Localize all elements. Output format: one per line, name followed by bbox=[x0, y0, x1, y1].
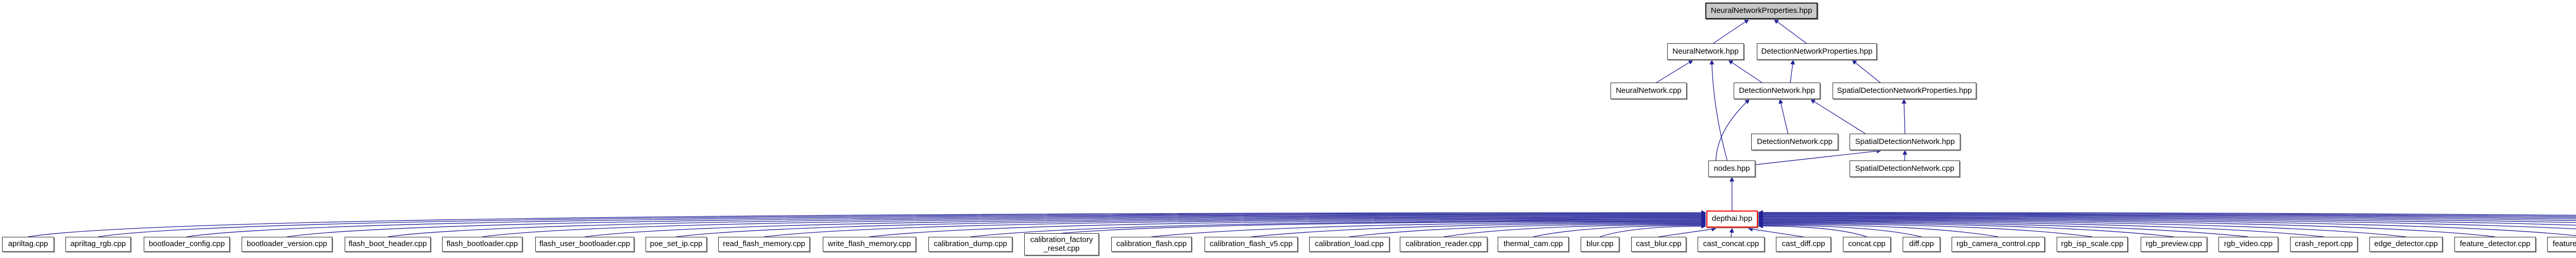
edge-poe-set-ip-cpp-to-depthai-hpp bbox=[676, 216, 1706, 237]
edge-device-logging-cpp-to-depthai-hpp bbox=[1758, 215, 2576, 226]
edge-cast-concat-cpp-to-depthai-hpp bbox=[1729, 228, 1734, 237]
edge-depth-align-cpp-to-depthai-hpp bbox=[1758, 212, 2576, 218]
graph-node-calibration-flash-cpp[interactable]: calibration_flash.cpp bbox=[1111, 237, 1192, 252]
graph-node-flash-bootloader-cpp[interactable]: flash_bootloader.cpp bbox=[442, 237, 522, 252]
edge-DetectionNetworkProperties-hpp-to-NeuralNetworkProperties-hpp bbox=[1773, 19, 1807, 44]
edge-DetectionNetwork-hpp-to-DetectionNetworkProperties-hpp bbox=[1790, 59, 1795, 83]
graph-node-neuralnetwork-cpp[interactable]: NeuralNetwork.cpp bbox=[1611, 83, 1687, 99]
edge-feature-tracker-cpp-to-depthai-hpp bbox=[1758, 216, 2576, 236]
graph-node-spatialdetectionnetwork-cpp[interactable]: SpatialDetectionNetwork.cpp bbox=[1850, 160, 1960, 177]
graph-node-calibration-factory-reset-cpp[interactable]: calibration_factory _reset.cpp bbox=[1024, 233, 1099, 255]
edge-cast-diff-cpp-to-depthai-hpp bbox=[1748, 227, 1804, 237]
graph-node-read-flash-memory-cpp[interactable]: read_flash_memory.cpp bbox=[718, 237, 810, 252]
edge-queue-add-callback-cpp-to-depthai-hpp bbox=[1758, 212, 2576, 219]
graph-node-feature-detector-cpp[interactable]: feature_detector.cpp bbox=[2454, 237, 2536, 252]
graph-node-detectionnetwork-hpp[interactable]: DetectionNetwork.hpp bbox=[1734, 83, 1820, 99]
graph-node-detectionnetwork-cpp[interactable]: DetectionNetwork.cpp bbox=[1751, 134, 1838, 150]
edge-SpatialDetectionNetworkProperties-hpp-to-DetectionNetworkProperties-hpp bbox=[1852, 60, 1880, 83]
edge-diff-cpp-to-depthai-hpp bbox=[1758, 222, 1922, 237]
graph-node-concat-cpp[interactable]: concat.cpp bbox=[1843, 237, 1891, 252]
edge-opencv-support-cpp-to-depthai-hpp bbox=[1758, 213, 2576, 221]
graph-node-rgb-camera-control-cpp[interactable]: rgb_camera_control.cpp bbox=[1952, 237, 2045, 252]
edge-calibration-load-cpp-to-depthai-hpp bbox=[1349, 221, 1706, 237]
edge-SpatialDetectionNetwork-hpp-to-DetectionNetwork-hpp bbox=[1810, 99, 1866, 134]
graph-node-cast-blur-cpp[interactable]: cast_blur.cpp bbox=[1631, 237, 1686, 252]
graph-node-neuralnetwork-hpp[interactable]: NeuralNetwork.hpp bbox=[1667, 43, 1744, 60]
edge-NeuralNetwork-hpp-to-NeuralNetworkProperties-hpp bbox=[1713, 19, 1750, 44]
edge-bootloader-config-cpp-to-depthai-hpp bbox=[187, 212, 1706, 237]
edge-thermal-align-cpp-to-depthai-hpp bbox=[1758, 210, 2576, 216]
edge-DetectionNetwork-cpp-to-DetectionNetwork-hpp bbox=[1778, 99, 1789, 134]
edge-rgb-video-cpp-to-depthai-hpp bbox=[1758, 219, 2249, 237]
graph-node-nodes-hpp[interactable]: nodes.hpp bbox=[1708, 160, 1755, 177]
edge-DetectionNetwork-hpp-to-NeuralNetwork-hpp bbox=[1728, 60, 1762, 83]
edge-nodes-hpp-to-DetectionNetwork-hpp bbox=[1715, 99, 1750, 161]
edge-device-queue-event-cpp-to-depthai-hpp bbox=[1758, 214, 2576, 223]
graph-node-spatialdetectionnetwork-hpp[interactable]: SpatialDetectionNetwork.hpp bbox=[1850, 134, 1960, 150]
graph-node-apriltag-cpp[interactable]: apriltag.cpp bbox=[2, 237, 54, 252]
edge-crash-report-cpp-to-depthai-hpp bbox=[1758, 219, 2324, 237]
graph-node-depthai-hpp[interactable]: depthai.hpp bbox=[1706, 211, 1758, 228]
graph-node-calibration-dump-cpp[interactable]: calibration_dump.cpp bbox=[928, 237, 1012, 252]
graph-node-blur-cpp[interactable]: blur.cpp bbox=[1581, 237, 1619, 252]
edge-calibration-reader-cpp-to-depthai-hpp bbox=[1443, 222, 1706, 237]
graph-node-calibration-flash-v5-cpp[interactable]: calibration_flash_v5.cpp bbox=[1205, 237, 1298, 252]
graph-node-rgb-preview-cpp[interactable]: rgb_preview.cpp bbox=[2141, 237, 2207, 252]
edge-feature-detector-cpp-to-depthai-hpp bbox=[1758, 217, 2496, 237]
edge-thermal-cam-cpp-to-depthai-hpp bbox=[1533, 223, 1706, 237]
edge-NeuralNetwork-cpp-to-NeuralNetwork-hpp bbox=[1656, 60, 1693, 83]
graph-node-neuralnetworkproperties-hpp[interactable]: NeuralNetworkProperties.hpp bbox=[1705, 3, 1818, 19]
edge-depthai-hpp-to-nodes-hpp bbox=[1730, 176, 1735, 211]
graph-node-flash-boot-header-cpp[interactable]: flash_boot_header.cpp bbox=[345, 237, 431, 252]
graph-node-feature-tracker-cpp[interactable]: feature_tracker.cpp bbox=[2547, 237, 2576, 252]
graph-node-crash-report-cpp[interactable]: crash_report.cpp bbox=[2290, 237, 2358, 252]
graph-node-poe-set-ip-cpp[interactable]: poe_set_ip.cpp bbox=[646, 237, 707, 252]
graph-node-detectionnetworkproperties-hpp[interactable]: DetectionNetworkProperties.hpp bbox=[1757, 43, 1877, 60]
edge-write-flash-memory-cpp-to-depthai-hpp bbox=[869, 217, 1706, 237]
edge-edge-detector-cpp-to-depthai-hpp bbox=[1758, 218, 2406, 237]
graph-node-write-flash-memory-cpp[interactable]: write_flash_memory.cpp bbox=[823, 237, 916, 252]
edge-rgb-preview-cpp-to-depthai-hpp bbox=[1758, 220, 2174, 237]
graph-node-calibration-load-cpp[interactable]: calibration_load.cpp bbox=[1309, 237, 1389, 252]
graph-node-rgb-isp-scale-cpp[interactable]: rgb_isp_scale.cpp bbox=[2057, 237, 2128, 252]
edge-SpatialDetectionNetwork-hpp-to-SpatialDetectionNetworkProperties-hpp bbox=[1902, 99, 1907, 134]
edge-rgb-camera-control-cpp-to-depthai-hpp bbox=[1758, 222, 1998, 237]
edge-calibration-factory-reset-cpp-to-depthai-hpp bbox=[1061, 219, 1706, 234]
edge-apriltag-cpp-to-depthai-hpp bbox=[28, 210, 1706, 237]
edge-apriltag-rgb-cpp-to-depthai-hpp bbox=[98, 211, 1706, 237]
edge-read-flash-memory-cpp-to-depthai-hpp bbox=[764, 216, 1706, 237]
graph-node-bootloader-version-cpp[interactable]: bootloader_version.cpp bbox=[242, 237, 332, 252]
edge-flash-user-bootloader-cpp-to-depthai-hpp bbox=[584, 215, 1706, 237]
graph-node-apriltag-rgb-cpp[interactable]: apriltag_rgb.cpp bbox=[65, 237, 131, 252]
graph-node-edge-detector-cpp[interactable]: edge_detector.cpp bbox=[2369, 237, 2443, 252]
graph-node-flash-user-bootloader-cpp[interactable]: flash_user_bootloader.cpp bbox=[535, 237, 634, 252]
graph-node-cast-diff-cpp[interactable]: cast_diff.cpp bbox=[1776, 237, 1831, 252]
edge-cast-blur-cpp-to-depthai-hpp bbox=[1658, 227, 1717, 237]
edge-nodes-hpp-to-NeuralNetwork-hpp bbox=[1709, 59, 1728, 161]
graph-node-rgb-video-cpp[interactable]: rgb_video.cpp bbox=[2218, 237, 2278, 252]
graph-node-calibration-reader-cpp[interactable]: calibration_reader.cpp bbox=[1400, 237, 1487, 252]
graph-node-spatialdetectionnetworkproperties-hpp[interactable]: SpatialDetectionNetworkProperties.hpp bbox=[1833, 83, 1976, 99]
graph-node-bootloader-config-cpp[interactable]: bootloader_config.cpp bbox=[144, 237, 230, 252]
edge-bootloader-version-cpp-to-depthai-hpp bbox=[286, 213, 1706, 237]
edge-rgb-isp-scale-cpp-to-depthai-hpp bbox=[1758, 221, 2093, 237]
edge-concat-cpp-to-depthai-hpp bbox=[1758, 223, 1867, 237]
edge-blur-cpp-to-depthai-hpp bbox=[1600, 223, 1706, 237]
edge-device-information-cpp-to-depthai-hpp bbox=[1758, 215, 2576, 230]
edge-calibration-flash-v5-cpp-to-depthai-hpp bbox=[1251, 220, 1706, 237]
graph-node-diff-cpp[interactable]: diff.cpp bbox=[1903, 237, 1940, 252]
edge-calibration-flash-cpp-to-depthai-hpp bbox=[1151, 220, 1706, 237]
edge-image-align-cpp-to-depthai-hpp bbox=[1758, 211, 2576, 217]
graph-node-cast-concat-cpp[interactable]: cast_concat.cpp bbox=[1698, 237, 1765, 252]
graph-node-thermal-cam-cpp[interactable]: thermal_cam.cpp bbox=[1498, 237, 1569, 252]
